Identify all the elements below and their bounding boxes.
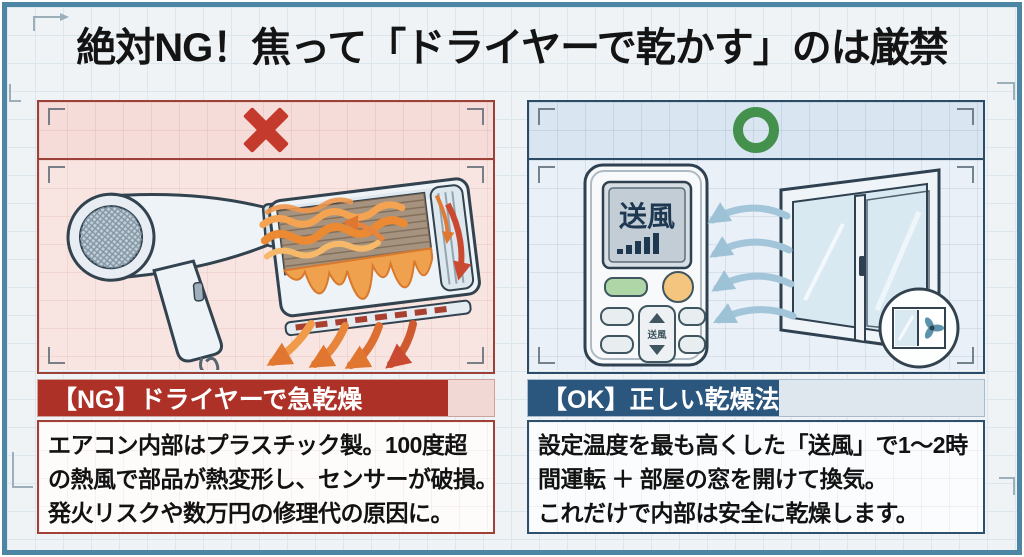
hair-dryer-icon <box>66 192 285 370</box>
corner-bracket-icon <box>538 108 555 125</box>
ng-mark-band <box>39 102 493 160</box>
ok-description-line: 設定温度を最も高くした「送風」で1～2時 <box>538 432 968 458</box>
corner-bracket-icon <box>48 347 65 364</box>
ok-label: 【OK】正しい乾燥法 <box>528 380 779 416</box>
ng-description-line: 発火リスクや数万円の修理代の原因に。 <box>48 500 454 526</box>
corner-bracket-icon <box>48 108 65 125</box>
page-title: 絶対NG！焦って「ドライヤーで乾かす」のは厳禁 <box>76 26 948 70</box>
ok-description: 設定温度を最も高くした「送風」で1～2時 間運転 ＋ 部屋の窓を開けて換気。 こ… <box>527 420 985 534</box>
ng-panel <box>37 100 495 374</box>
ok-panel: 送風 送風 <box>527 100 985 374</box>
window-handle <box>859 256 865 276</box>
ok-illustration: 送風 送風 <box>583 163 960 369</box>
ok-description-line: 間運転 ＋ 部屋の窓を開けて換気。 <box>538 466 888 492</box>
remote-mode-button <box>662 271 694 303</box>
rocker-up-icon <box>649 313 665 323</box>
ng-description-line: エアコン内部はプラスチック製。100度超 <box>48 432 467 458</box>
ng-description: エアコン内部はプラスチック製。100度超 の熱風で部品が熱変形し、センサーが破損… <box>37 420 495 534</box>
rocker-label: 送風 <box>646 329 667 341</box>
ng-description-line: の熱風で部品が熱変形し、センサーが破損。 <box>48 466 495 492</box>
ok-mark-band <box>529 102 983 160</box>
corner-bracket-icon <box>957 347 974 364</box>
ok-circle-icon <box>733 107 779 153</box>
remote-rocker <box>638 305 676 363</box>
air-conditioner-icon <box>259 177 481 337</box>
heat-waves <box>259 197 408 260</box>
remote-control-icon: 送風 送風 <box>583 163 709 367</box>
corner-bracket-icon <box>467 108 484 125</box>
remote-power-button <box>604 277 648 297</box>
rocker-down-icon <box>649 345 665 355</box>
corner-bracket-icon <box>957 166 974 183</box>
remote-display-text: 送風 <box>619 201 675 232</box>
heat-arrows <box>266 320 417 369</box>
ng-label: 【NG】ドライヤーで急乾燥 <box>38 380 448 416</box>
ng-cross-icon <box>242 106 290 154</box>
corner-bracket-icon <box>467 166 484 183</box>
corner-bracket-icon <box>538 347 555 364</box>
vent-slats <box>295 305 447 331</box>
ng-label-bar: 【NG】ドライヤーで急乾燥 <box>37 379 495 417</box>
ng-illustration-area <box>39 160 493 370</box>
ok-illustration-area: 送風 送風 <box>529 160 983 370</box>
ok-label-bar: 【OK】正しい乾燥法 <box>527 379 985 417</box>
corner-bracket-icon <box>467 347 484 364</box>
ventilation-inset-icon <box>878 287 960 369</box>
airflow-arrows <box>707 202 797 324</box>
melting-plastic <box>282 247 434 300</box>
corner-bracket-icon <box>957 108 974 125</box>
ng-illustration <box>66 177 481 370</box>
corner-bracket-icon <box>48 166 65 183</box>
corner-bracket-icon <box>538 166 555 183</box>
fan-icon <box>924 317 944 339</box>
ok-description-line: これだけで内部は安全に乾燥します。 <box>538 500 919 526</box>
fan-speed-bars-icon <box>617 233 659 254</box>
